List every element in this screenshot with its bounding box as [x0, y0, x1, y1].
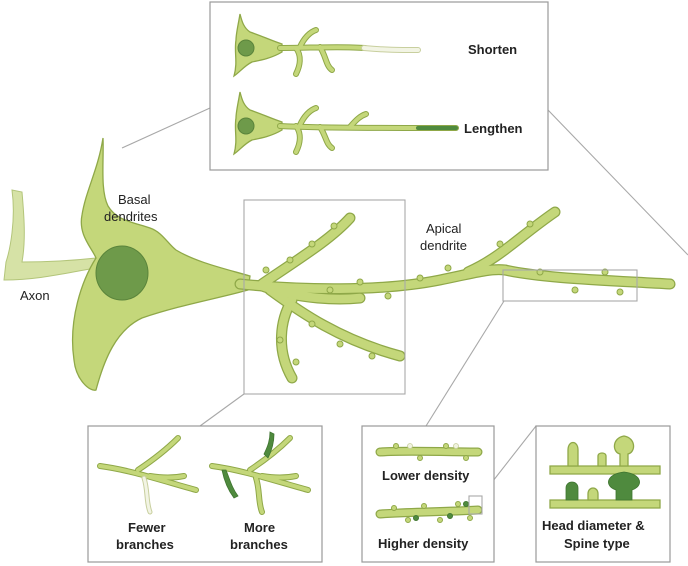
apical-dendrite-label-line2: dendrite	[420, 238, 467, 253]
dendritic-spines	[262, 220, 624, 366]
more-branches-illustration	[209, 431, 311, 515]
lower-density-label: Lower density	[382, 468, 470, 483]
shorten-label: Shorten	[468, 42, 517, 57]
higher-density-illustration	[375, 495, 483, 523]
spine-head-top	[549, 435, 661, 475]
spine-zoom-box	[502, 269, 638, 302]
fewer-branches-label-line1: Fewer	[128, 520, 166, 535]
axon-label: Axon	[20, 288, 50, 303]
dendrite-length-panel	[209, 1, 549, 171]
axon	[3, 189, 97, 281]
head-diameter-label-line1: Head diameter &	[542, 518, 645, 533]
branch-zoom-box	[243, 199, 406, 395]
fewer-branches-illustration	[97, 435, 199, 515]
basal-dendrites-label-line2: dendrites	[104, 209, 158, 224]
spine-morphology-panel	[535, 425, 671, 563]
nucleus	[95, 245, 149, 301]
spine-head-bottom	[549, 471, 661, 509]
more-branches-label-line1: More	[244, 520, 275, 535]
lengthen-label: Lengthen	[464, 121, 523, 136]
higher-density-label: Higher density	[378, 536, 469, 551]
main-neuron	[3, 137, 676, 395]
apical-dendrite-label-line1: Apical	[426, 221, 462, 236]
lengthen-neuron	[232, 91, 459, 156]
apical-dendrite	[235, 207, 675, 383]
spine-type-label-line2: Spine type	[564, 536, 630, 551]
more-branches-label-line2: branches	[230, 537, 288, 552]
fewer-branches-label-line2: branches	[116, 537, 174, 552]
shorten-neuron	[232, 13, 421, 78]
cell-body	[71, 137, 251, 391]
lower-density-illustration	[375, 443, 483, 461]
basal-dendrites-label-line1: Basal	[118, 192, 151, 207]
